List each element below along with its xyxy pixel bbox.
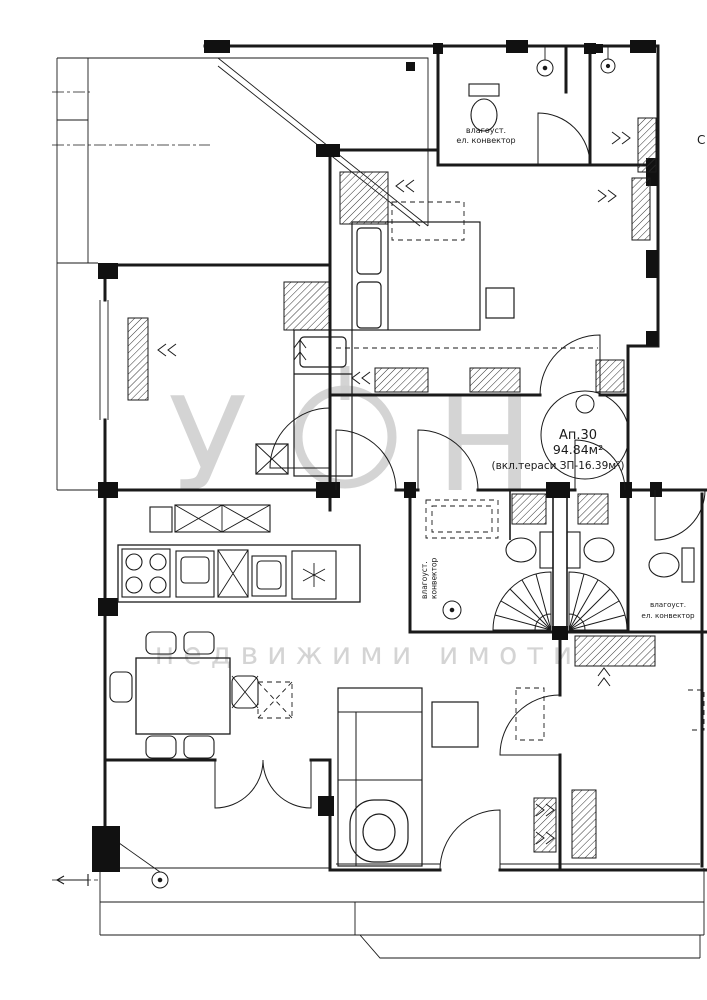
sofa-cushions <box>338 711 422 866</box>
light-symbol <box>600 58 616 74</box>
bed-pillow <box>356 227 382 275</box>
coffee-table <box>431 701 479 748</box>
shower-right <box>568 571 628 631</box>
chair <box>145 631 177 655</box>
burner <box>149 576 167 594</box>
nightstand <box>485 287 515 319</box>
nightstand <box>255 443 289 475</box>
armchair-seat <box>362 813 396 851</box>
toilet-tank <box>566 531 581 569</box>
sink <box>175 550 215 598</box>
chair <box>109 671 133 703</box>
terrace-lower-band <box>359 934 701 959</box>
toilet-bowl <box>505 537 537 563</box>
chair <box>183 735 215 759</box>
entry-arrow <box>55 874 89 886</box>
drain-symbol <box>442 600 462 620</box>
light-symbol <box>536 59 554 77</box>
convector-right-label-line2: ел. конвектор <box>641 611 695 620</box>
convector-mid-label: влагоуст. конвектор <box>420 557 439 599</box>
convector-mid-label-line2: конвектор <box>430 557 439 599</box>
apartment-number-label: Ап.30 <box>559 428 597 443</box>
chair-x <box>231 675 259 709</box>
hall-pedestal <box>540 390 630 480</box>
stove <box>121 548 171 598</box>
chair <box>183 631 215 655</box>
bed-frame <box>351 221 481 331</box>
terrace-note-label: (вкл.тераси ЗП-16.39м²) <box>492 460 625 472</box>
apartment-area-label: 94.84м² <box>553 442 603 457</box>
terrace-railing <box>99 867 705 936</box>
burner <box>149 553 167 571</box>
toilet-bowl <box>648 552 680 578</box>
chair <box>145 735 177 759</box>
symbol-dot <box>542 65 548 71</box>
toilet-bowl <box>470 98 498 132</box>
convector-right-label-line1: влагоуст. <box>650 600 686 609</box>
dining-area <box>109 631 259 759</box>
burner <box>125 553 143 571</box>
toilet-tank <box>539 531 554 569</box>
dishwasher <box>217 549 249 598</box>
dining-table <box>135 657 231 735</box>
convector-top-label-line1: влагоуст. <box>466 126 506 135</box>
north-letter: С <box>697 133 705 147</box>
watermark-subtitle: недвижими имоти <box>155 637 582 672</box>
symbol-dot <box>605 63 611 69</box>
burner <box>125 576 143 594</box>
dishwasher-x <box>217 549 249 598</box>
toilet-mid-right <box>566 531 615 569</box>
nightstand-x <box>255 443 289 475</box>
kitchen-counter <box>117 544 361 603</box>
toilet-tank <box>681 547 695 583</box>
fridge <box>291 550 337 600</box>
light-symbol <box>151 871 169 889</box>
living-room <box>337 687 479 867</box>
sink-second <box>251 555 287 597</box>
window-left <box>99 300 109 420</box>
toilet-tank <box>468 83 500 97</box>
shower-left <box>492 571 552 631</box>
bedroom1-furniture <box>351 221 515 331</box>
convector-top-label-line2: ел. конвектор <box>456 136 515 145</box>
toilet-mid-left <box>505 531 554 569</box>
toilet-top-bathroom <box>468 83 500 132</box>
bed-pillow <box>356 281 382 329</box>
sofa <box>337 687 423 867</box>
bed-frame <box>293 329 353 477</box>
plan-labels: Ап.30 94.84м² (вкл.тераси ЗП-16.39м²) вл… <box>420 126 705 620</box>
pedestal-circle <box>540 390 630 480</box>
pedestal-head <box>575 394 595 414</box>
terrace-triangle <box>217 57 429 227</box>
toilet-right-wing <box>648 547 695 583</box>
bedroom2-furniture <box>255 329 353 477</box>
toilet-bowl <box>583 537 615 563</box>
convector-mid-label-line1: влагоуст. <box>420 561 429 599</box>
bed-pillow <box>299 336 347 368</box>
door-swings <box>214 112 706 871</box>
kitchen <box>117 504 361 603</box>
left-terrace-outline <box>56 57 218 491</box>
upper-cabinets-x <box>174 504 271 533</box>
watermark-letter-left: У <box>168 369 247 521</box>
dashed-elements <box>257 201 705 741</box>
cabinet-small <box>149 506 173 533</box>
circle-symbols <box>151 58 616 889</box>
symbol-dot <box>157 877 163 883</box>
watermark-ring <box>293 385 397 489</box>
fridge-star <box>302 563 326 587</box>
chair <box>231 675 259 709</box>
symbol-dot <box>449 607 455 613</box>
sink-second-basin <box>256 560 282 590</box>
armchair <box>349 799 409 863</box>
sink-basin <box>180 556 210 584</box>
